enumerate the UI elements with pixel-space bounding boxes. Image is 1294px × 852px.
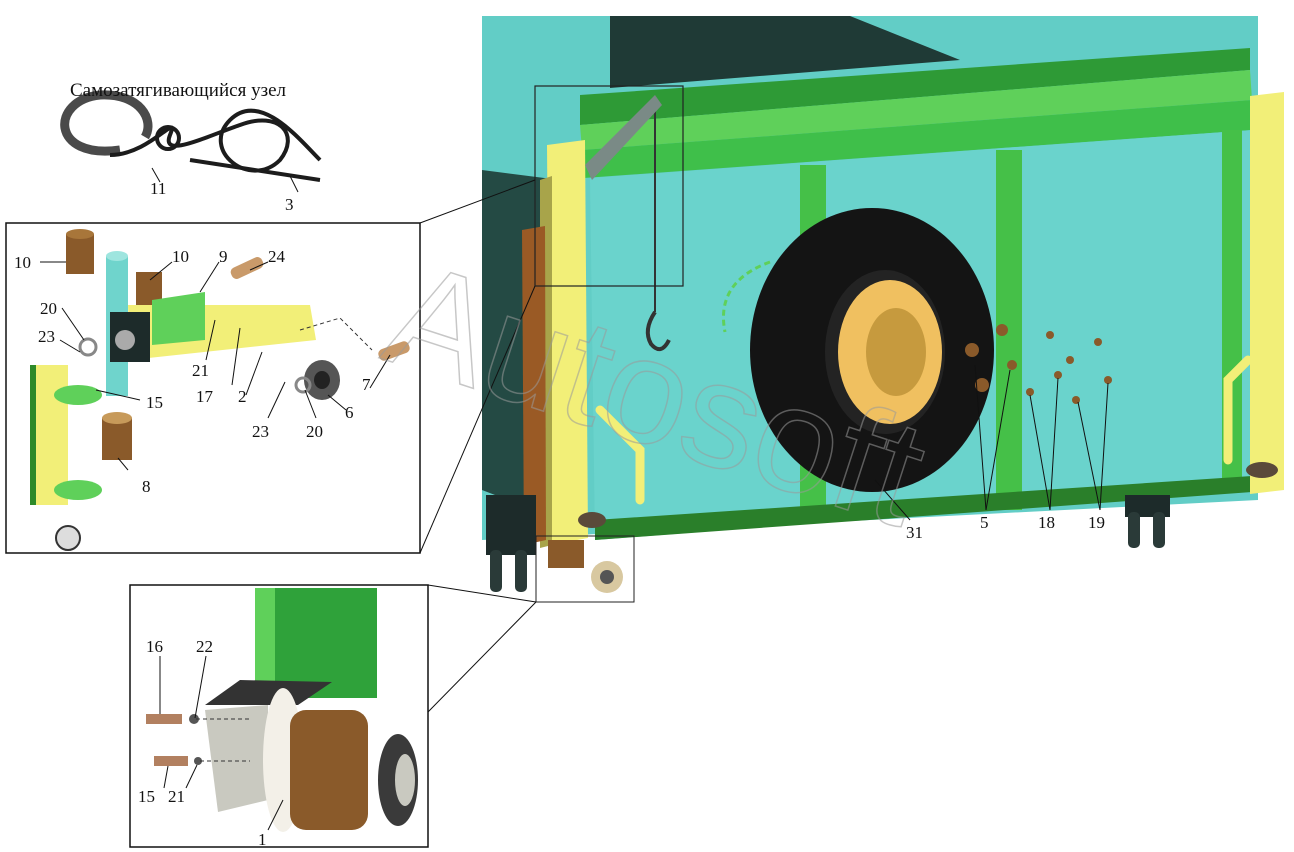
- washer: [189, 714, 199, 724]
- bottom-bracket: [548, 540, 584, 568]
- callout-11: 11: [150, 179, 166, 198]
- washer: [115, 330, 135, 350]
- bushing: [66, 234, 94, 274]
- washer: [78, 337, 98, 357]
- connector-line: [427, 584, 537, 603]
- callout-2: 2: [238, 387, 247, 406]
- pin: [378, 341, 410, 361]
- callout-20: 20: [40, 299, 57, 318]
- callout-3: 3: [285, 195, 294, 214]
- callout-21: 21: [168, 787, 185, 806]
- post-highlight: [255, 588, 275, 698]
- latch-handle-right: [1223, 355, 1253, 465]
- rope-loop: [109, 108, 322, 173]
- tube-top: [106, 251, 128, 261]
- callout-21: 21: [192, 361, 209, 380]
- washer: [294, 376, 312, 394]
- yellow-post-right: [1250, 92, 1284, 494]
- mount-arc: [722, 260, 771, 333]
- caster-wheel: [55, 525, 81, 551]
- callout-22: 22: [196, 637, 213, 656]
- callout-23: 23: [38, 327, 55, 346]
- rope-coil: [155, 125, 181, 151]
- yellow-post-left: [547, 140, 588, 545]
- assembly-title: Самозатягивающийся узел: [70, 80, 287, 101]
- callout-1: 1: [258, 830, 267, 849]
- bolt: [146, 714, 182, 724]
- leader-line: [289, 175, 299, 193]
- latch-knob: [1246, 462, 1278, 478]
- callout-10: 10: [14, 253, 31, 272]
- detail-frame: [534, 85, 684, 287]
- callout-18: 18: [1038, 513, 1055, 532]
- callout-5: 5: [980, 513, 989, 532]
- strut: [585, 95, 662, 180]
- bushing-top: [66, 229, 94, 239]
- callout-23: 23: [252, 422, 269, 441]
- pin: [230, 257, 264, 279]
- washer: [194, 757, 202, 765]
- mount-plate: [205, 680, 332, 705]
- callout-20: 20: [306, 422, 323, 441]
- clamp: [54, 480, 102, 500]
- assembly-line: [299, 317, 373, 351]
- detail-box-roller: [129, 584, 429, 848]
- roller-housing: [290, 710, 368, 830]
- callout-8: 8: [142, 477, 151, 496]
- hitch-right: [1125, 495, 1170, 548]
- callout-16: 16: [146, 637, 163, 656]
- roller-small-hub: [600, 570, 614, 584]
- callout-7: 7: [362, 375, 371, 394]
- connector-line: [419, 285, 536, 554]
- trailer-body: [482, 16, 1284, 603]
- bushing-top: [102, 412, 132, 424]
- connector-line: [419, 179, 536, 224]
- callout-15: 15: [138, 787, 155, 806]
- mounting-nuts: [965, 324, 1112, 404]
- interior-shadow: [610, 16, 960, 88]
- mount-frame-edge: [30, 365, 36, 505]
- leader-lines: [40, 261, 1109, 831]
- arm-bracket: [152, 292, 205, 345]
- latch-knob: [578, 512, 606, 528]
- hook-icon: [60, 90, 153, 156]
- hitch-left: [486, 495, 536, 592]
- top-rail-face: [580, 70, 1252, 150]
- roller-hub: [314, 371, 330, 389]
- callout-31: 31: [906, 523, 923, 542]
- top-rail-lower: [582, 100, 1252, 178]
- callout-15: 15: [146, 393, 163, 412]
- bushing: [102, 418, 132, 460]
- knot-assembly: [60, 90, 322, 193]
- leader-line: [151, 167, 161, 183]
- callout-9: 9: [219, 247, 228, 266]
- bolt: [154, 756, 188, 766]
- callout-24: 24: [268, 247, 286, 266]
- brown-strip: [522, 226, 546, 545]
- roller-wheel-rim: [395, 754, 415, 806]
- rope-tail: [189, 158, 321, 182]
- spare-tire: [750, 208, 994, 492]
- bottom-beam: [595, 476, 1252, 540]
- callout-6: 6: [345, 403, 354, 422]
- hook-icon: [645, 310, 671, 352]
- callout-17: 17: [196, 387, 214, 406]
- top-rail: [580, 48, 1250, 125]
- callout-10: 10: [172, 247, 189, 266]
- roller-detail-frame: [535, 535, 635, 603]
- clamp: [54, 385, 102, 405]
- callout-19: 19: [1088, 513, 1105, 532]
- side-plate: [205, 705, 268, 812]
- square-post: [255, 588, 377, 698]
- connector-line: [427, 601, 537, 713]
- latch-handle-left: [595, 405, 645, 505]
- detail-box-hinge: [5, 222, 421, 554]
